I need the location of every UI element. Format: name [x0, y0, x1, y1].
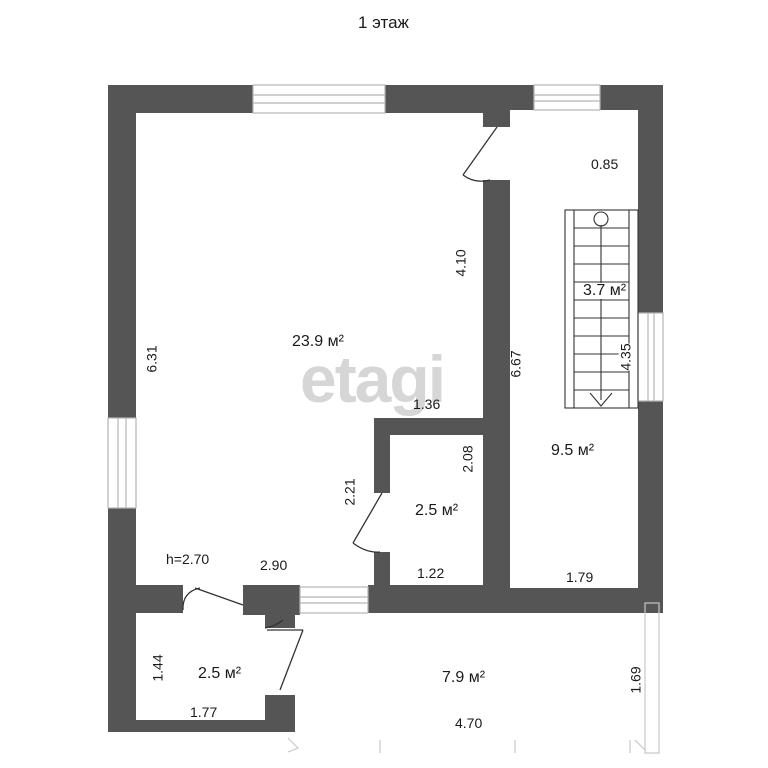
wall-left-outer: [108, 85, 136, 732]
staircase: [564, 209, 639, 409]
staircase-area: 3.7 м²: [581, 282, 629, 299]
terrace-dim-bottom: 4.70: [455, 715, 483, 731]
wall-bottom-mid: [243, 585, 300, 615]
living-dim-left: 6.31: [143, 345, 160, 373]
window-top-living: [252, 84, 386, 114]
hall-area: 9.5 м²: [551, 442, 595, 459]
living-dim-right: 4.10: [452, 249, 469, 277]
walls: [108, 85, 663, 732]
wall-vestibule-right: [265, 695, 295, 732]
staircase-dim: 4.35: [617, 343, 634, 371]
door-hall: [462, 126, 498, 182]
doors: [182, 126, 498, 691]
vestibule-dim-left: 1.44: [149, 654, 166, 682]
windows: [107, 84, 664, 614]
living-dim-bottom-inner: 1.36: [413, 396, 441, 412]
wall-bottom-right: [368, 585, 494, 613]
window-top-hall: [533, 84, 601, 111]
wall-bath-left-upper: [374, 418, 390, 493]
stair-direction-arrow: [589, 392, 613, 407]
bathroom-dim-right: 2.08: [459, 445, 476, 473]
living-area: 23.9 м²: [292, 333, 344, 350]
bathroom-dim-left: 2.21: [341, 478, 358, 506]
window-right-hall: [637, 312, 664, 402]
door-vestibule: [264, 619, 304, 691]
vestibule-area: 2.5 м²: [198, 665, 242, 682]
stair-start-circle: [593, 211, 609, 227]
terrace-dim-right: 1.69: [627, 666, 644, 694]
window-bottom-living: [299, 586, 369, 614]
wall-partition-nub: [483, 85, 510, 127]
watermark: etagi: [300, 342, 446, 416]
living-dim-bottom: 2.90: [260, 557, 288, 573]
vestibule-dim-bottom: 1.77: [190, 704, 218, 720]
wall-bottom-left: [108, 585, 183, 613]
door-bathroom: [352, 492, 383, 553]
wall-vestibule-bottom: [108, 720, 288, 732]
hall-dim-left: 6.67: [507, 350, 524, 378]
window-left-living: [107, 417, 137, 509]
door-living-bottom: [182, 587, 244, 611]
floor-title: 1 этаж: [358, 13, 409, 32]
hall-dim-top: 0.85: [591, 156, 619, 172]
terrace-railing: [287, 602, 660, 754]
wall-vestibule-corner: [265, 613, 295, 628]
ceiling-height: h=2.70: [166, 551, 210, 567]
wall-bath-top: [374, 418, 494, 435]
bathroom-dim-bottom: 1.22: [417, 565, 445, 581]
bathroom-area: 2.5 м²: [415, 502, 459, 519]
hall-dim-bottom: 1.79: [566, 569, 594, 585]
wall-partition-center: [483, 180, 510, 613]
wall-bottom-hall: [483, 588, 663, 613]
terrace-area: 7.9 м²: [442, 669, 486, 686]
